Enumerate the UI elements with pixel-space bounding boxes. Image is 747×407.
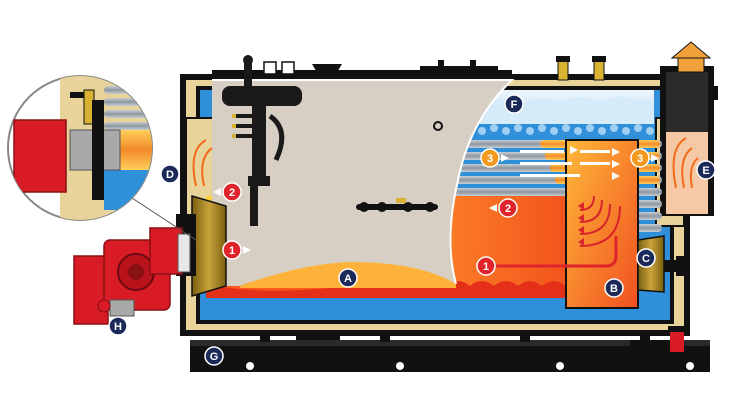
- marker-D: D: [160, 164, 180, 184]
- marker-H: H: [108, 316, 128, 336]
- marker-C: C: [636, 248, 656, 268]
- water-column-icon: [222, 55, 302, 226]
- marker-D-label: D: [166, 169, 174, 181]
- marker-B: B: [604, 278, 624, 298]
- pass-2-label-tubes: 2: [505, 203, 511, 215]
- marker-F-label: F: [511, 99, 518, 111]
- pass-1-label-route: 1: [483, 261, 489, 273]
- detail-inset: [7, 75, 197, 241]
- pass-1-route: [494, 236, 618, 268]
- marker-A-label: A: [344, 273, 352, 285]
- pass-3-label-rear: 3: [637, 153, 643, 165]
- water-surface-bubbles: [466, 124, 654, 135]
- inspection-plug-icon: [433, 121, 443, 131]
- marker-B-label: B: [610, 283, 618, 295]
- marker-E-label: E: [702, 165, 709, 177]
- marker-G-label: G: [210, 351, 219, 363]
- pass-3-badge-rear: 3: [630, 148, 659, 168]
- flue-gas-arcs: [672, 137, 699, 189]
- marker-A: A: [338, 268, 358, 288]
- pass-2-badge-front: 2: [213, 182, 242, 202]
- pass-1-badge-route: 1: [476, 256, 496, 276]
- safety-valve-icon: [556, 56, 606, 81]
- stay-rod-icon: [356, 198, 438, 212]
- exhaust-stack-icon: [670, 41, 718, 100]
- marker-C-label: C: [642, 253, 650, 265]
- drain-valve-icon: [630, 326, 686, 352]
- pass-2-badge-tubes: 2: [489, 198, 518, 218]
- pass-3-arrows: [520, 146, 620, 180]
- marker-G: G: [204, 346, 224, 366]
- marker-H-label: H: [114, 321, 122, 333]
- pass-2-label-front: 2: [229, 187, 235, 199]
- pass-1-label-furnace: 1: [229, 245, 235, 257]
- front-smokebox-arcs: [192, 139, 213, 187]
- pass-3-label-front: 3: [487, 153, 493, 165]
- rear-turnaround-chamber: [565, 139, 639, 309]
- pass-1-badge-furnace: 1: [222, 240, 251, 260]
- cutaway-panel: [212, 79, 515, 288]
- top-fittings: [212, 60, 512, 78]
- burner-assembly: [73, 227, 191, 325]
- marker-F: F: [504, 94, 524, 114]
- marker-E: E: [696, 160, 716, 180]
- pass-3-badge-front: 3: [480, 148, 509, 168]
